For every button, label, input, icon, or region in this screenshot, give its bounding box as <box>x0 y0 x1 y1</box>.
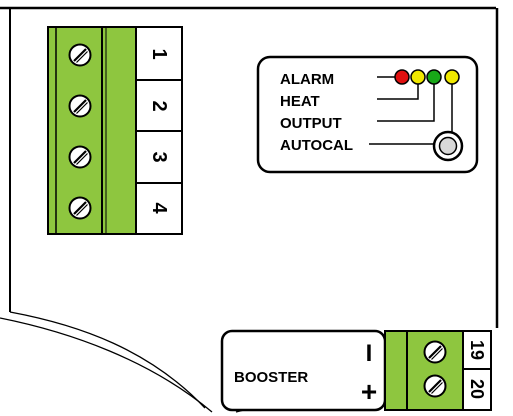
booster-plus-sign: + <box>361 376 377 407</box>
heat-led <box>410 69 426 85</box>
terminal-number-4: 4 <box>148 202 170 214</box>
booster-terminal-screw-19 <box>423 340 447 364</box>
booster-terminal-number-20: 20 <box>467 379 487 399</box>
terminal-block-left: 1 2 3 4 <box>47 26 183 235</box>
terminal-screw-3 <box>68 145 92 169</box>
output-label: OUTPUT <box>280 115 342 132</box>
terminal-number-2: 2 <box>148 100 170 111</box>
booster-minus-sign: I <box>366 340 373 367</box>
booster-terminal-number-19: 19 <box>467 340 487 360</box>
terminal-number-3: 3 <box>148 151 170 162</box>
alarm-label: ALARM <box>280 71 334 88</box>
booster-block: BOOSTER I + 19 20 <box>220 329 492 412</box>
output-led <box>426 69 442 85</box>
alarm-led <box>394 69 410 85</box>
autocal-button[interactable] <box>432 130 464 162</box>
terminal-screw-2 <box>68 94 92 118</box>
booster-label: BOOSTER <box>234 369 308 386</box>
indicator-panel: ALARM HEAT OUTPUT AUTOCAL <box>256 55 479 174</box>
heat-label: HEAT <box>280 93 320 110</box>
led-leader-lines <box>369 76 453 145</box>
terminal-number-1: 1 <box>148 48 170 59</box>
autocal-led <box>444 69 460 85</box>
autocal-label: AUTOCAL <box>280 137 353 154</box>
terminal-screw-1 <box>68 43 92 67</box>
terminal-screw-4 <box>68 196 92 220</box>
booster-terminal-screw-20 <box>423 374 447 398</box>
